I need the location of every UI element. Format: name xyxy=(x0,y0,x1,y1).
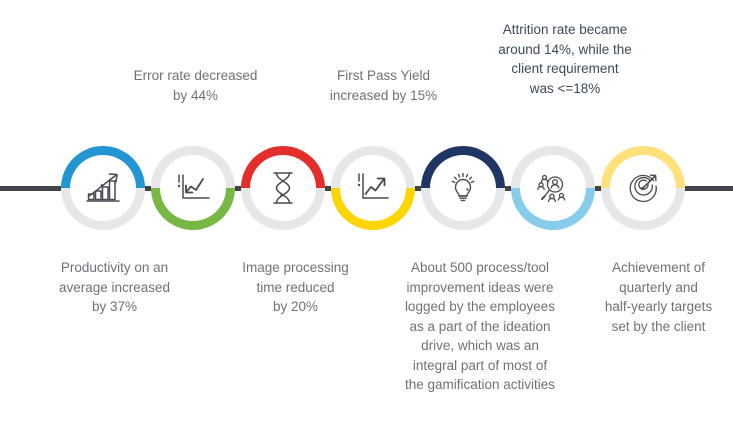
caption-error-rate: Error rate decreased by 44% xyxy=(103,66,288,105)
timeline-node-5[interactable] xyxy=(421,146,505,230)
node-4-icon-well xyxy=(340,155,406,221)
caption-line: increased by 15% xyxy=(329,87,438,103)
caption-line: First Pass Yield xyxy=(336,68,431,83)
caption-line: the gamification activities xyxy=(404,377,556,393)
caption-line: About 500 process/tool xyxy=(410,260,550,275)
node-6-icon-well xyxy=(520,155,586,221)
caption-line: set by the client xyxy=(611,318,706,334)
caption-line: quarterly and xyxy=(619,279,698,295)
timeline-node-3[interactable] xyxy=(241,146,325,230)
caption-line: Productivity on an xyxy=(60,260,169,275)
caption-line: average increased xyxy=(58,279,171,295)
timeline-node-1[interactable] xyxy=(61,146,145,230)
node-5-icon-well xyxy=(430,155,496,221)
caption-line: was <=18% xyxy=(529,80,601,96)
target-dartboard-arrow-icon xyxy=(622,167,664,209)
line-chart-down-arrow-icon xyxy=(172,167,214,209)
node-1-icon-well xyxy=(70,155,136,221)
caption-image-processing: Image processing time reduced by 20% xyxy=(213,258,378,317)
caption-line: drive, which was an xyxy=(421,338,539,354)
caption-line: client requirement xyxy=(511,61,619,77)
caption-attrition-rate: Attrition rate became around 14%, while … xyxy=(470,20,660,98)
caption-targets: Achievement of quarterly and half-yearly… xyxy=(586,258,731,336)
timeline-node-7[interactable] xyxy=(601,146,685,230)
timeline-node-6[interactable] xyxy=(511,146,595,230)
node-7-icon-well xyxy=(610,155,676,221)
caption-line: as a part of the ideation xyxy=(409,318,551,334)
line-chart-up-arrow-icon xyxy=(352,167,394,209)
caption-line: time reduced xyxy=(256,279,335,295)
caption-line: Attrition rate became xyxy=(502,22,628,37)
caption-first-pass-yield: First Pass Yield increased by 15% xyxy=(301,66,466,105)
caption-productivity: Productivity on an average increased by … xyxy=(22,258,207,317)
timeline-node-4[interactable] xyxy=(331,146,415,230)
node-2-icon-well xyxy=(160,155,226,221)
caption-line: half-yearly targets xyxy=(604,299,713,315)
caption-line: integral part of most of xyxy=(412,357,548,373)
caption-line: Error rate decreased xyxy=(133,68,258,83)
lightbulb-idea-icon xyxy=(442,167,484,209)
caption-line: logged by the employees xyxy=(404,299,556,315)
timeline-node-2[interactable] xyxy=(151,146,235,230)
caption-line: by 44% xyxy=(172,87,219,103)
caption-line: by 37% xyxy=(91,299,138,315)
caption-line: Image processing xyxy=(242,260,349,275)
caption-line: by 20% xyxy=(272,299,319,315)
bar-chart-growth-arrow-icon xyxy=(82,167,124,209)
people-search-network-icon xyxy=(532,167,574,209)
caption-ideation-drive: About 500 process/tool improvement ideas… xyxy=(375,258,585,395)
caption-line: improvement ideas were xyxy=(406,279,554,295)
caption-line: Achievement of xyxy=(611,260,706,275)
caption-line: around 14%, while the xyxy=(498,41,632,57)
hourglass-icon xyxy=(262,167,304,209)
node-3-icon-well xyxy=(250,155,316,221)
